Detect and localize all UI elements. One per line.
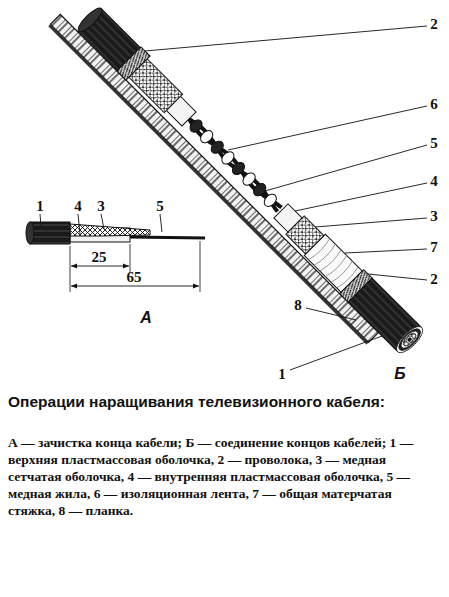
insulating-tape <box>209 139 226 156</box>
leader-line <box>145 26 427 51</box>
outer-sheath <box>30 222 70 244</box>
leader-line <box>40 214 41 226</box>
dimension: 25 <box>92 250 107 265</box>
outer-sheath <box>348 278 422 352</box>
figure-title: Операции наращивания телевизионного кабе… <box>8 392 438 411</box>
inner-sheath <box>166 96 196 126</box>
cable-end <box>26 222 34 244</box>
extension-line <box>70 246 71 292</box>
leader-line <box>78 214 80 234</box>
cable-end <box>75 5 105 35</box>
cross-section <box>407 337 412 342</box>
tie-fold <box>314 244 337 267</box>
copper-core <box>187 117 282 212</box>
board-edge <box>48 24 368 344</box>
dimension: 65 <box>127 270 142 285</box>
callout-number: 6 <box>430 97 438 112</box>
leader-line <box>228 106 427 150</box>
insulating-tape <box>188 118 205 135</box>
board <box>50 14 378 342</box>
insulating-tape <box>241 171 258 188</box>
leader-line <box>101 214 104 229</box>
tie-fold <box>337 267 360 290</box>
tie-fold <box>325 255 348 278</box>
copper-core <box>187 117 282 212</box>
leader-line <box>265 145 427 191</box>
callout-number: 3 <box>430 209 438 224</box>
leader-line <box>160 214 162 232</box>
insulating-tape <box>262 192 279 209</box>
leader-line <box>290 336 382 370</box>
callout-number: 7 <box>430 240 438 255</box>
callout-number: 1 <box>278 367 286 382</box>
extension-line <box>130 244 131 272</box>
insulating-tape <box>219 149 236 166</box>
tie-fold <box>320 250 343 273</box>
insulating-tape <box>198 128 215 145</box>
tie-fold <box>308 238 331 261</box>
leader-line <box>306 308 356 320</box>
copper-mesh <box>70 224 150 236</box>
leader-line <box>368 274 427 280</box>
extension-line <box>200 241 201 292</box>
cross-section <box>405 335 415 345</box>
callout-number: 3 <box>97 199 105 214</box>
callout-number: 2 <box>430 17 438 32</box>
cross-section <box>398 328 421 351</box>
leader-line <box>345 249 427 253</box>
callout-number: 4 <box>74 199 82 214</box>
callout-number: 1 <box>36 199 44 214</box>
insulating-tape <box>230 160 247 177</box>
figure-caption: А — зачистка конца кабели; Б — соединени… <box>8 434 442 519</box>
leader-line <box>295 183 427 211</box>
cross-section <box>393 323 427 357</box>
dimension-line <box>71 286 199 287</box>
insulating-tape <box>251 181 268 198</box>
tie-fold <box>331 261 354 284</box>
callout-number: 5 <box>156 199 164 214</box>
cross-section <box>395 325 423 353</box>
view-letter: А <box>140 310 152 326</box>
leader-line <box>315 218 427 227</box>
dimension-line <box>71 266 129 267</box>
callout-number: 5 <box>430 136 438 151</box>
callout-number: 8 <box>294 298 302 313</box>
callout-number: 2 <box>430 272 438 287</box>
cross-section <box>401 331 418 348</box>
callout-number: 4 <box>430 174 438 189</box>
view-letter: Б <box>394 366 405 382</box>
copper-core <box>130 237 205 238</box>
